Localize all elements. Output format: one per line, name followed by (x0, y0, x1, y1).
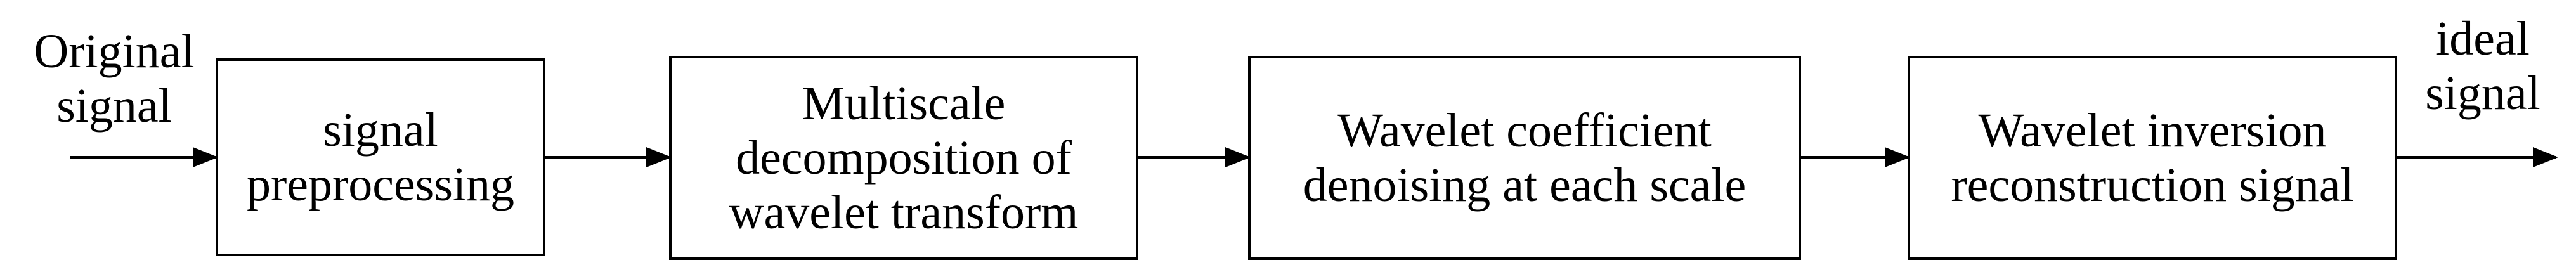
output-label: ideal signal (2425, 12, 2540, 120)
step-box-signal-preprocessing: signal preprocessing (216, 58, 545, 256)
input-label: Original signal (34, 25, 195, 133)
step-label-multiscale-decomposition: Multiscale decomposition of wavelet tran… (729, 77, 1079, 239)
step-box-coefficient-denoising: Wavelet coefficient denoising at each sc… (1248, 56, 1801, 260)
step-label-coefficient-denoising: Wavelet coefficient denoising at each sc… (1303, 104, 1747, 212)
step-box-multiscale-decomposition: Multiscale decomposition of wavelet tran… (669, 56, 1138, 260)
step-box-inversion-reconstruction: Wavelet inversion reconstruction signal (1908, 56, 2397, 260)
step-label-signal-preprocessing: signal preprocessing (246, 103, 515, 211)
step-label-inversion-reconstruction: Wavelet inversion reconstruction signal (1951, 104, 2354, 212)
